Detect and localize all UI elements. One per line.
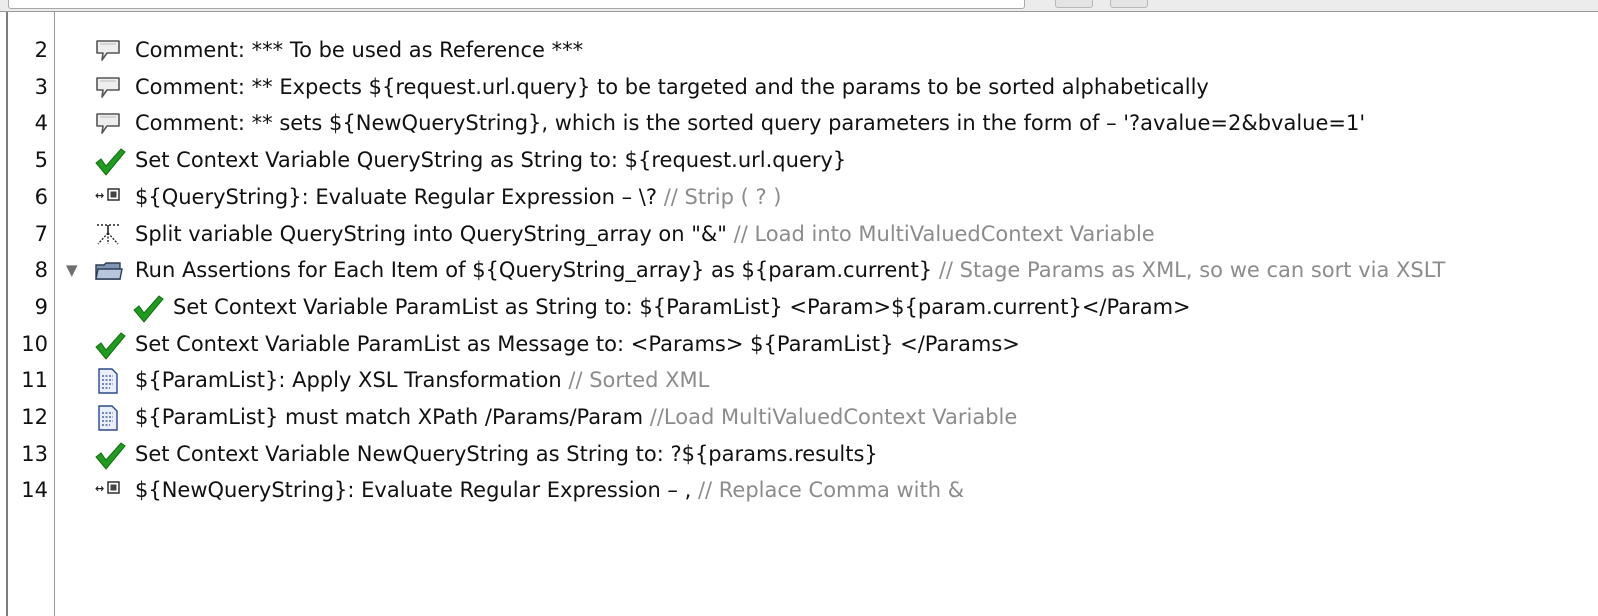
assertion-comment: // Sorted XML [561, 368, 710, 393]
assertion-label: Set Context Variable ParamList as String… [173, 289, 1191, 325]
assertion-row[interactable]: 10 Set Context Variable ParamList as Mess… [8, 326, 1598, 362]
regex-icon: ↔ [94, 185, 122, 211]
assertion-row[interactable]: 5 Set Context Variable QueryString as Str… [8, 142, 1598, 178]
line-number: 5 [34, 148, 48, 173]
line-number: 4 [34, 111, 48, 136]
line-number: 12 [21, 405, 48, 429]
assertion-label: Comment: *** To be used as Reference *** [135, 32, 583, 68]
assertion-comment: // Replace Comma with & [691, 478, 965, 503]
policy-editor: 2 Comment: *** To be used as Reference **… [6, 12, 1598, 616]
checkmark-icon [94, 442, 126, 470]
toolbar-control[interactable] [1055, 0, 1093, 8]
assertion-label: Set Context Variable QueryString as Stri… [135, 142, 846, 178]
collapse-toggle-icon[interactable]: ▼ [66, 261, 78, 280]
line-number: 9 [34, 294, 48, 319]
assertion-row[interactable]: 7 Split variable QueryString into QuerySt… [8, 216, 1598, 252]
line-number: 13 [21, 441, 48, 466]
line-number: 11 [21, 368, 48, 393]
assertion-text: Comment: ** Expects ${request.url.query}… [135, 74, 1209, 99]
assertion-label: ${QueryString}: Evaluate Regular Express… [135, 179, 781, 215]
assertion-row[interactable]: 8 ▼ Run Assertions for Each Item of ${Quer… [8, 252, 1598, 288]
assertion-text: Comment: ** sets ${NewQueryString}, whic… [135, 111, 1366, 136]
assertion-text: ${ParamList} must match XPath /Params/Pa… [135, 405, 644, 429]
folder-icon [94, 258, 123, 284]
line-number: 3 [34, 74, 48, 99]
line-number: 7 [34, 221, 48, 246]
assertion-text: Set Context Variable ParamList as String… [173, 294, 1191, 319]
assertion-label: ${ParamList} must match XPath /Params/Pa… [135, 399, 1017, 435]
assertion-text: ${ParamList}: Apply XSL Transformation [135, 368, 562, 393]
line-number: 10 [21, 331, 48, 356]
line-number: 2 [34, 38, 48, 62]
assertion-text: Run Assertions for Each Item of ${QueryS… [135, 258, 933, 283]
assertion-comment: // Load into MultiValuedContext Variable [726, 221, 1155, 246]
assertion-row[interactable]: 12 ${ParamList} must match XPath /Params/… [8, 399, 1598, 435]
assertion-comment: //Load MultiValuedContext Variable [643, 405, 1018, 429]
line-number: 8 [34, 258, 48, 283]
assertion-text: Set Context Variable QueryString as Stri… [135, 148, 847, 173]
assertion-label: Set Context Variable NewQueryString as S… [135, 436, 878, 472]
top-toolbar [0, 0, 1598, 12]
xml-doc-icon [94, 368, 122, 394]
search-field[interactable] [8, 0, 1025, 9]
assertion-row[interactable]: 2 Comment: *** To be used as Reference **… [8, 32, 1598, 68]
assertion-row[interactable]: 6 ↔ ${QueryString}: Evaluate Regular Expre… [8, 179, 1598, 215]
comment-icon [94, 111, 122, 137]
assertion-label: ${ParamList}: Apply XSL Transformation /… [135, 362, 709, 398]
assertion-label: Comment: ** sets ${NewQueryString}, whic… [135, 105, 1365, 141]
assertion-label: Set Context Variable ParamList as Messag… [135, 326, 1020, 362]
line-number-gutter [8, 12, 55, 616]
assertion-comment: // Strip ( ? ) [657, 184, 782, 209]
line-number: 6 [34, 184, 48, 209]
assertion-label: Run Assertions for Each Item of ${QueryS… [135, 252, 1445, 288]
assertion-row[interactable]: 9 Set Context Variable ParamList as Strin… [8, 289, 1598, 325]
checkmark-icon [94, 148, 126, 176]
assertion-row[interactable]: 3 Comment: ** Expects ${request.url.query… [8, 69, 1598, 105]
assertion-comment: // Stage Params as XML, so we can sort v… [932, 258, 1446, 283]
xml-doc-icon [94, 405, 122, 431]
regex-icon: ↔ [94, 478, 122, 504]
svg-text:↔: ↔ [95, 482, 104, 495]
assertion-text: ${NewQueryString}: Evaluate Regular Expr… [135, 478, 692, 503]
svg-text:↔: ↔ [95, 189, 104, 202]
checkmark-icon [132, 295, 164, 323]
line-number: 14 [21, 478, 48, 503]
assertion-row[interactable]: 14 ↔ ${NewQueryString}: Evaluate Regular E… [8, 472, 1598, 508]
assertion-text: Comment: *** To be used as Reference *** [135, 38, 584, 62]
comment-icon [94, 38, 122, 64]
assertion-row[interactable]: 13 Set Context Variable NewQueryString as… [8, 436, 1598, 472]
assertion-text: Split variable QueryString into QueryStr… [135, 221, 727, 246]
toolbar-control[interactable] [1110, 0, 1148, 8]
checkmark-icon [94, 331, 126, 360]
assertion-text: ${QueryString}: Evaluate Regular Express… [135, 184, 658, 209]
assertion-row[interactable]: 4 Comment: ** sets ${NewQueryString}, whi… [8, 105, 1598, 141]
assertion-text: Set Context Variable ParamList as Messag… [135, 331, 1020, 356]
assertion-label: Split variable QueryString into QueryStr… [135, 216, 1155, 252]
comment-icon [94, 75, 122, 101]
assertion-text: Set Context Variable NewQueryString as S… [135, 441, 878, 466]
assertion-row[interactable]: 11 ${ParamList}: Apply XSL Transformation… [8, 362, 1598, 398]
assertion-label: ${NewQueryString}: Evaluate Regular Expr… [135, 472, 964, 508]
assertion-label: Comment: ** Expects ${request.url.query}… [135, 69, 1209, 105]
split-icon [94, 222, 122, 248]
